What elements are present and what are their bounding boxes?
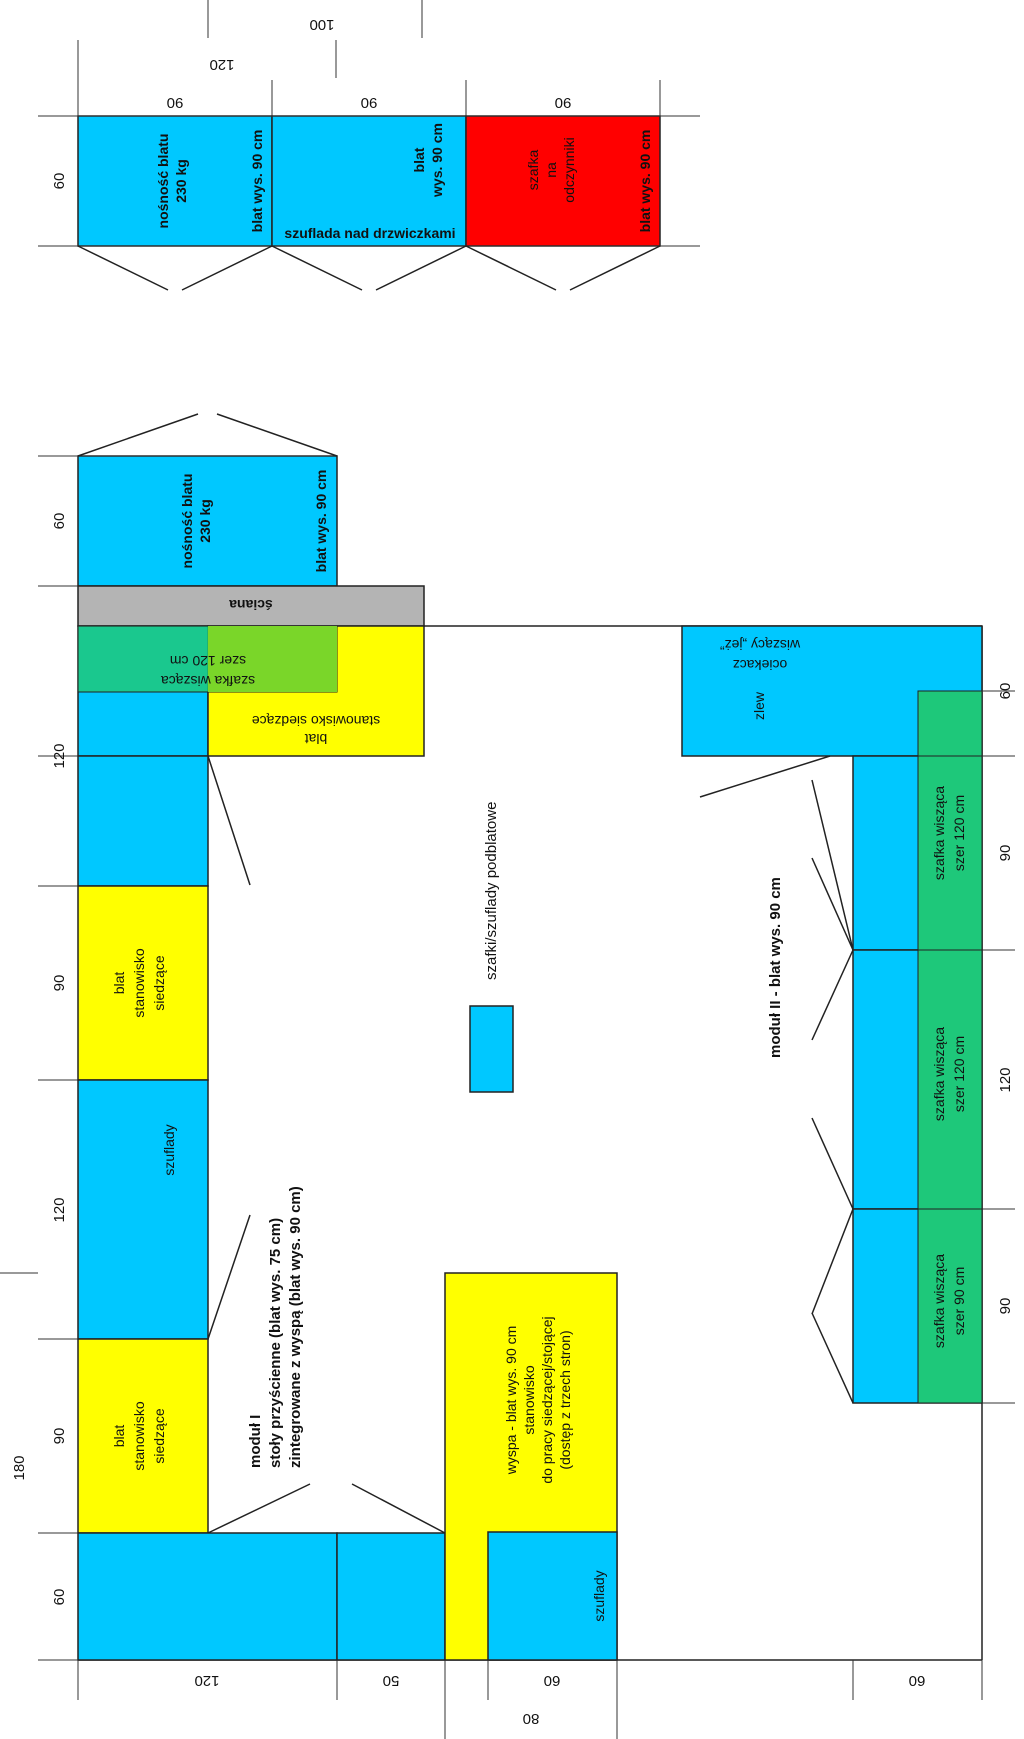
- m2-hang3-line1: szafka wisząca: [931, 1254, 947, 1348]
- m2-sink-label: zlew: [751, 691, 767, 720]
- m1-title-1: moduł I: [247, 1415, 264, 1468]
- m1-drawers-label: szuflady: [161, 1124, 177, 1175]
- module-2: ociekacz wiszący „jeż” zlew moduł II - b…: [681, 625, 983, 1404]
- top-cabinet-drawer: [271, 115, 467, 247]
- island-line2: stanowisko: [521, 1365, 537, 1434]
- top-dim-upper-right: 100: [309, 16, 334, 33]
- m1-title-3: zintegrowane z wyspą (blat wys. 90 cm): [287, 1186, 304, 1468]
- right-dim-60: 60: [997, 683, 1014, 700]
- m2-hanging-top: [917, 690, 983, 757]
- wall-side-height: blat wys. 90 cm: [313, 470, 329, 573]
- top-cab2-drawer: szuflada nad drzwiczkami: [284, 225, 455, 241]
- right-dim-90-lower: 90: [997, 1298, 1014, 1315]
- right-dim-120: 120: [997, 1067, 1014, 1092]
- m2-hanging-3: [917, 1208, 983, 1404]
- m2-hanging-2: [917, 949, 983, 1210]
- top-cab3-line2: na: [543, 162, 559, 178]
- bottom-dim-total: 80: [523, 1710, 540, 1727]
- bottom-dim-120: 120: [194, 1672, 219, 1689]
- m1-drawers: [77, 1079, 209, 1340]
- left-dim-total: 180: [11, 1455, 28, 1480]
- m1-seat-upper-line2: stanowisko: [131, 948, 147, 1017]
- m1-seat-upper-line3: siedzące: [151, 955, 167, 1010]
- wall-label: ściana: [229, 597, 273, 613]
- top-depth-dim: 60: [51, 173, 68, 190]
- m2-title: moduł II - blat wys. 90 cm: [767, 877, 784, 1058]
- top-cab1-line2: 230 kg: [173, 159, 189, 203]
- m1-seat-lower-line3: siedzące: [151, 1408, 167, 1463]
- m2-dryer-line1: ociekacz: [733, 657, 787, 673]
- m2-hang2-line1: szafka wisząca: [931, 1027, 947, 1121]
- top-cab3-height: blat wys. 90 cm: [637, 130, 653, 233]
- left-dim-90-lower: 90: [51, 1428, 68, 1445]
- module-1: blat stanowisko siedzące szafka wisząca …: [77, 625, 446, 1661]
- m1-title-2: stoły przyścienne (blat wys. 75 cm): [267, 1218, 284, 1468]
- m2-hang2-line2: szer 120 cm: [951, 1036, 967, 1112]
- m2-hang1-line2: szer 120 cm: [951, 795, 967, 871]
- dimension-labels: 60 90 120 90 120 180 120 50 60 60 80 60 …: [11, 683, 1014, 1727]
- top-dim-1: 90: [167, 94, 184, 111]
- bottom-dim-60-island: 60: [544, 1672, 561, 1689]
- m1-corner-seat-line1: blat: [305, 731, 328, 747]
- wall-side-line2: 230 kg: [197, 499, 213, 543]
- left-dim-120-lower: 120: [51, 1197, 68, 1222]
- m1-hanging-overlap: [208, 626, 337, 692]
- m1-seat-lower-line1: blat: [111, 1425, 127, 1448]
- island-drawers: [487, 1531, 618, 1661]
- top-unit: 90 90 90 120 100 60 nośność blatu 230 kg…: [38, 0, 700, 291]
- left-dim-60: 60: [51, 1589, 68, 1606]
- left-dim-120-upper: 120: [51, 743, 68, 768]
- island-line3: do pracy siedzącej/stojącej: [539, 1316, 555, 1483]
- m1-bottom-cabinet-left: [77, 1532, 338, 1661]
- m1-cabinet-2: [77, 755, 209, 887]
- m2-hang1-line1: szafka wisząca: [931, 786, 947, 880]
- m1-hanging-line2: szer 120 cm: [170, 653, 246, 669]
- bottom-dim-60-right: 60: [909, 1672, 926, 1689]
- legend-label: szafki/szuflady podblatowe: [483, 802, 500, 980]
- dimension-lines: [0, 690, 1015, 1739]
- m2-dryer-line2: wiszący „jeż”: [720, 637, 801, 653]
- left-dim-90-upper: 90: [51, 975, 68, 992]
- top-cab1-line1: nośność blatu: [155, 134, 171, 229]
- wall-side-line1: nośność blatu: [179, 474, 195, 569]
- top-dim-upper-left: 120: [209, 56, 234, 73]
- m1-seat-lower-line2: stanowisko: [131, 1401, 147, 1470]
- island-drawers-label: szuflady: [591, 1570, 607, 1621]
- top-cab3-line1: szafka: [525, 150, 541, 191]
- wall-side-unit: 60 nośność blatu 230 kg blat wys. 90 cm: [38, 413, 338, 587]
- m1-hanging-line1: szafka wisząca: [161, 673, 255, 689]
- m2-hanging-1: [917, 755, 983, 951]
- top-dim-2: 90: [361, 94, 378, 111]
- top-cab3-line3: odczynniki: [561, 137, 577, 202]
- top-cab2-line2: wys. 90 cm: [429, 123, 445, 198]
- island: wyspa - blat wys. 90 cm stanowisko do pr…: [444, 1272, 618, 1661]
- m1-bottom-cabinet-right: [336, 1532, 446, 1661]
- m1-seat-upper-line1: blat: [111, 972, 127, 995]
- legend-swatch: [469, 1005, 514, 1093]
- legend: szafki/szuflady podblatowe: [469, 802, 514, 1093]
- island-line4: (dostęp z trzech stron): [557, 1330, 573, 1469]
- wall-side-depth: 60: [51, 513, 68, 530]
- top-cab2-line1: blat: [411, 147, 427, 172]
- top-dim-3: 90: [555, 94, 572, 111]
- top-cab1-height: blat wys. 90 cm: [249, 130, 265, 233]
- m2-hang3-line2: szer 90 cm: [951, 1267, 967, 1335]
- top-cabinet-load: [77, 115, 273, 247]
- m1-seat-upper: [77, 885, 209, 1081]
- m1-corner-seat-line2: stanowisko siedzące: [252, 713, 381, 729]
- bottom-dim-50: 50: [383, 1672, 400, 1689]
- island-line1: wyspa - blat wys. 90 cm: [503, 1326, 519, 1476]
- wall: [77, 585, 425, 627]
- right-dim-90-upper: 90: [997, 845, 1014, 862]
